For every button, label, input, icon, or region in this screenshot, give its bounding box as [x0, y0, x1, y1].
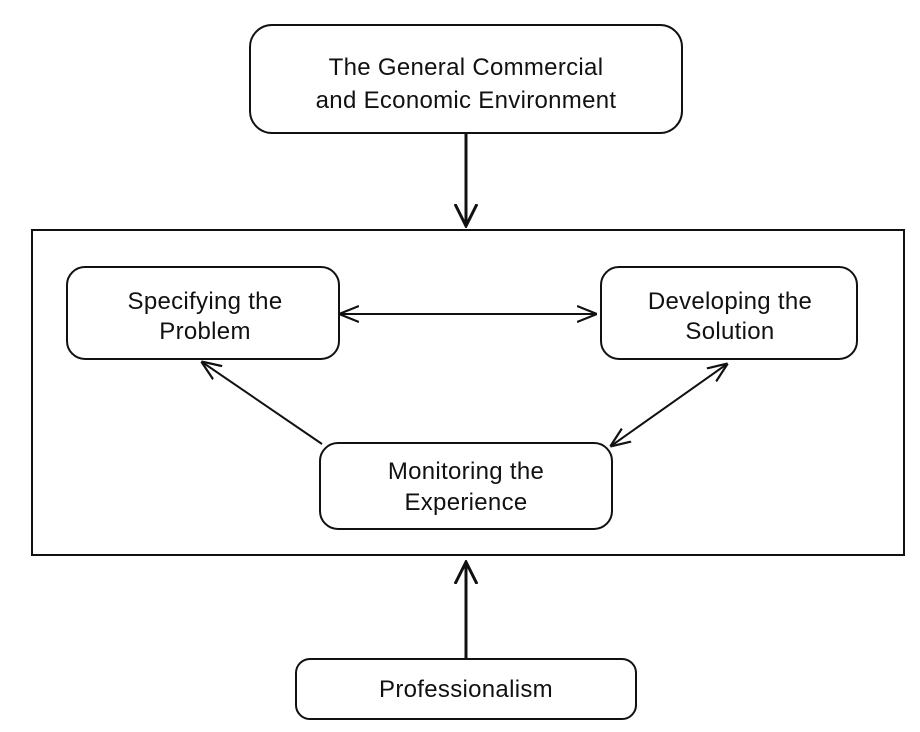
system-frame [31, 229, 905, 556]
node-environment-line2: and Economic Environment [316, 87, 617, 114]
node-monitoring: Monitoring the Experience [319, 442, 613, 530]
node-specifying-line2: Problem [159, 318, 250, 345]
node-monitoring-line1: Monitoring the [388, 458, 544, 485]
node-monitoring-box [319, 442, 613, 530]
node-professionalism-line1: Professionalism [379, 676, 553, 703]
node-specifying-line1: Specifying the [128, 288, 283, 315]
edge-developing-monitoring [611, 364, 727, 446]
node-specifying-box [66, 266, 340, 360]
node-developing-line1: Developing the [648, 288, 812, 315]
node-developing-box [600, 266, 858, 360]
node-environment-box [249, 24, 683, 134]
node-environment-line1: The General Commercial [329, 54, 604, 81]
node-monitoring-line2: Experience [404, 489, 527, 516]
node-developing-line2: Solution [685, 318, 774, 345]
node-specifying: Specifying the Problem [66, 266, 340, 360]
node-environment: The General Commercial and Economic Envi… [249, 24, 683, 134]
edge-monitoring-to-specifying [202, 362, 323, 445]
node-professionalism-box [295, 658, 637, 720]
node-developing: Developing the Solution [600, 266, 858, 360]
node-professionalism: Professionalism [295, 658, 637, 720]
